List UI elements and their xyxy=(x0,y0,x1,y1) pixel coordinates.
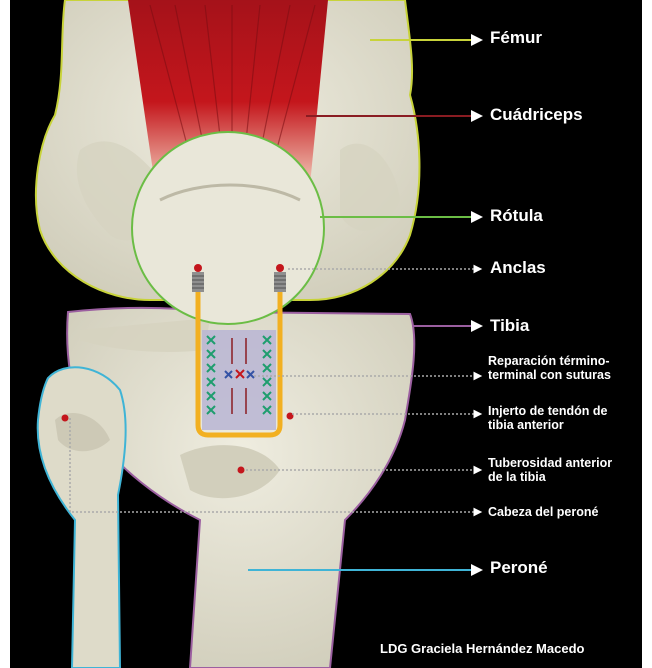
label-tibia: Tibia xyxy=(490,316,529,336)
label-repair-line1: Reparación término- xyxy=(488,354,611,368)
label-fibula: Peroné xyxy=(490,558,548,578)
label-fibula-head: Cabeza del peroné xyxy=(488,505,598,519)
label-repair-line2: terminal con suturas xyxy=(488,368,611,382)
label-anchors: Anclas xyxy=(490,258,546,278)
label-tuberosity-line1: Tuberosidad anterior xyxy=(488,456,612,470)
label-femur: Fémur xyxy=(490,28,542,48)
label-tuberosity-line2: de la tibia xyxy=(488,470,612,484)
label-graft-line2: tibia anterior xyxy=(488,418,607,432)
label-quadriceps: Cuádriceps xyxy=(490,105,583,125)
knee-diagram: Fémur Cuádriceps Rótula Anclas Tibia Rep… xyxy=(10,0,642,668)
label-graft-line1: Injerto de tendón de xyxy=(488,404,607,418)
label-patella: Rótula xyxy=(490,206,543,226)
fibula-bone xyxy=(38,367,126,668)
label-tuberosity: Tuberosidad anterior de la tibia xyxy=(488,456,612,484)
credit-text: LDG Graciela Hernández Macedo xyxy=(380,641,584,656)
label-graft: Injerto de tendón de tibia anterior xyxy=(488,404,607,432)
label-repair: Reparación término- terminal con suturas xyxy=(488,354,611,382)
patella-bone xyxy=(132,132,324,324)
